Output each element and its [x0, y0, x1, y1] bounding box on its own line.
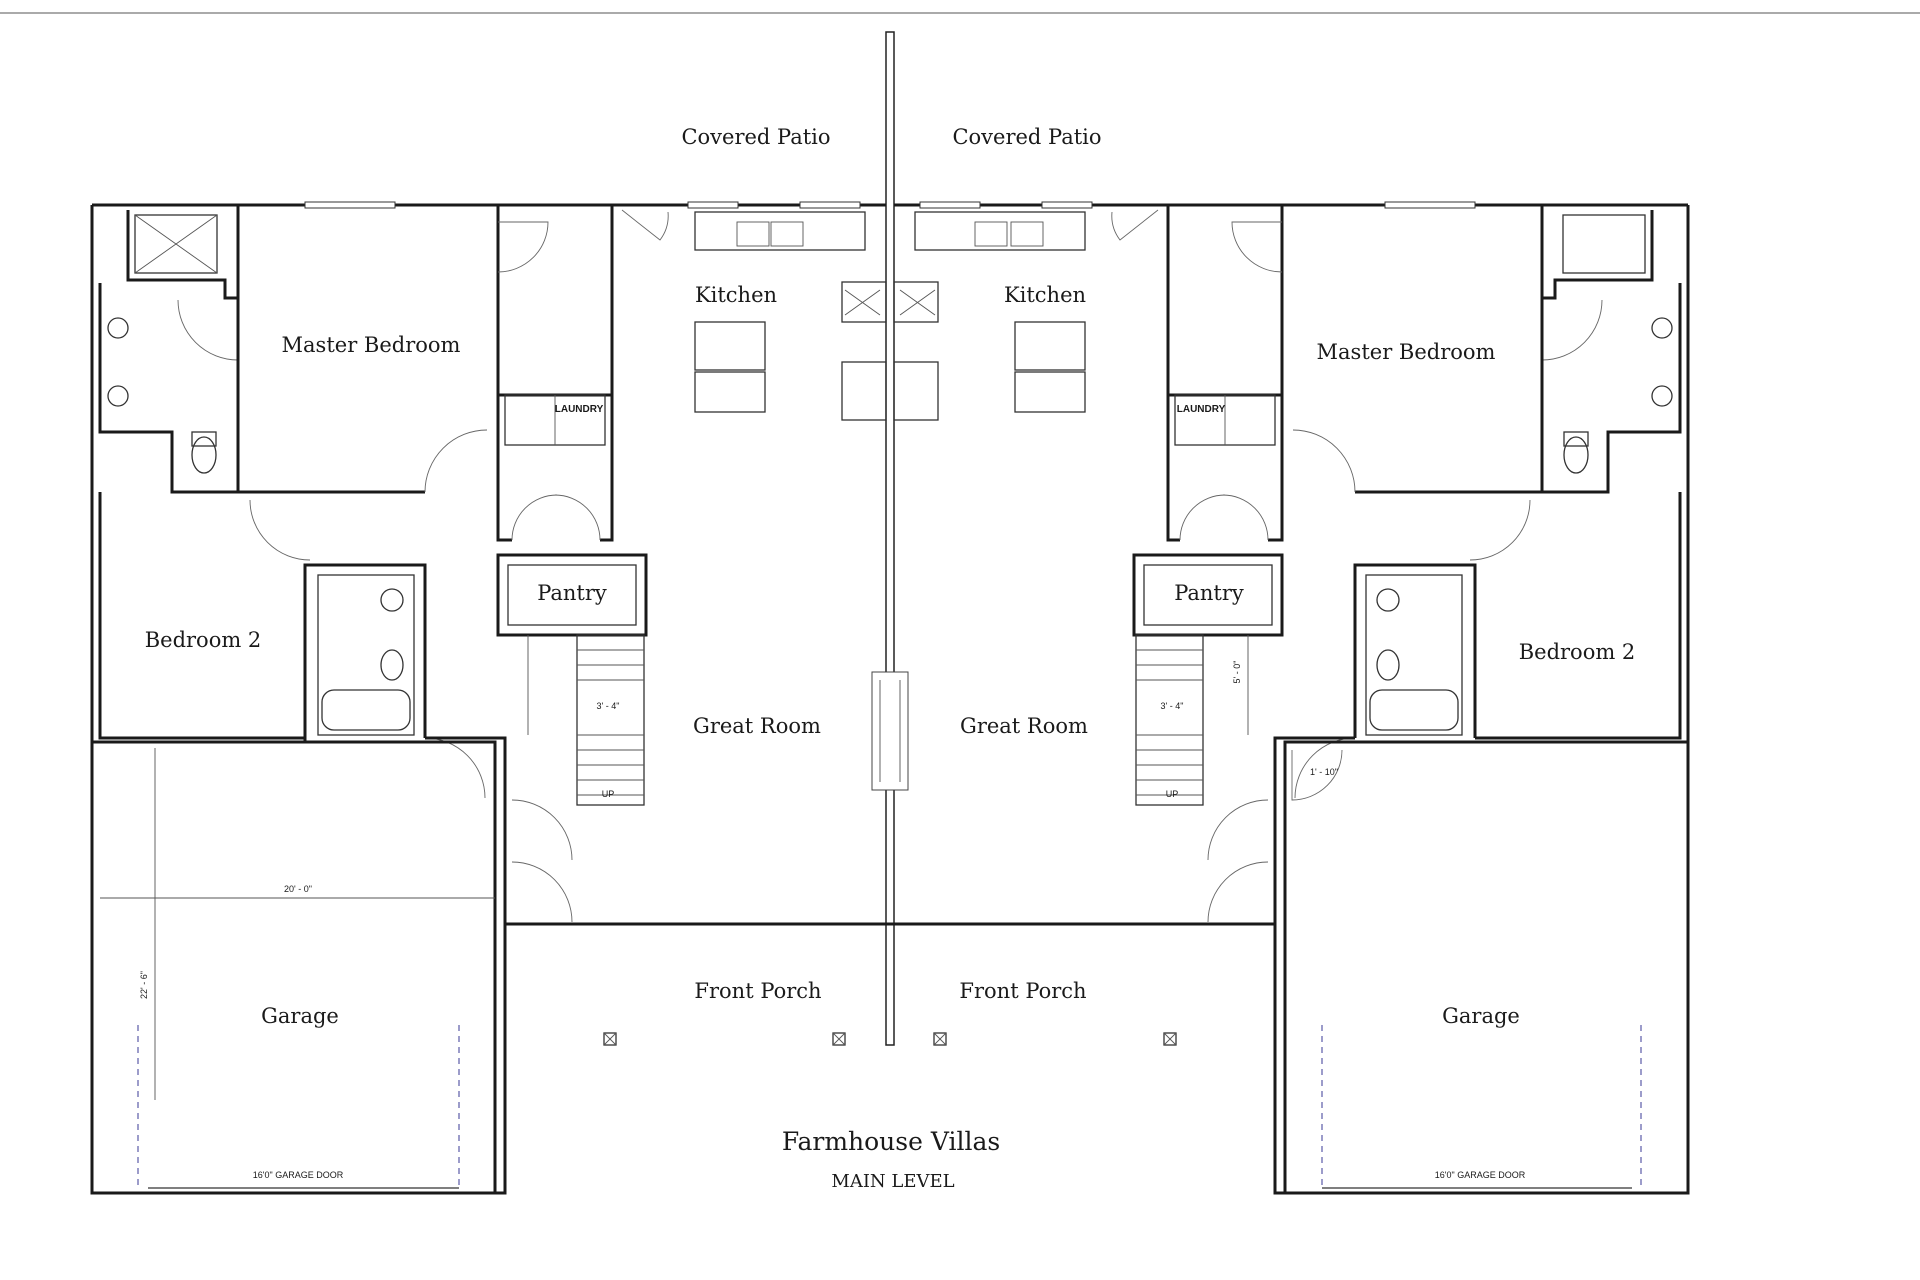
bedroom-2-label: Bedroom 2 — [1519, 640, 1636, 664]
garage-door-label: 16'0" GARAGE DOOR — [1435, 1170, 1526, 1180]
stair-width-label: 3' - 4" — [597, 701, 620, 711]
garage-door-label: 16'0" GARAGE DOOR — [253, 1170, 344, 1180]
pantry-label: Pantry — [537, 581, 607, 605]
master-bedroom-label: Master Bedroom — [282, 333, 461, 357]
garage-label: Garage — [261, 1004, 339, 1028]
laundry-label: LAUNDRY — [555, 404, 604, 415]
stair-up-label: UP — [1166, 789, 1179, 799]
kitchen-label: Kitchen — [1004, 283, 1086, 307]
great-room-label: Great Room — [960, 714, 1088, 738]
party-wall — [871, 31, 909, 1046]
dim-stair-run: 5' - 0" — [1232, 661, 1242, 684]
plan-title: Farmhouse Villas — [782, 1127, 1000, 1156]
covered-patio-label: Covered Patio — [952, 125, 1101, 149]
kitchen-label: Kitchen — [695, 283, 777, 307]
stair-up-label: UP — [602, 789, 615, 799]
master-bedroom-label: Master Bedroom — [1317, 340, 1496, 364]
front-porch-label: Front Porch — [694, 979, 821, 1003]
right-unit: LAUNDRY 16'0" GARAGE DOOR 1' - 10" — [893, 125, 1690, 1195]
left-unit: LAUNDRY 20' - 0" 22' - 6" 16'0" GARAGE D… — [90, 125, 887, 1195]
pantry-label: Pantry — [1174, 581, 1244, 605]
dim-wall-label: 1' - 10" — [1310, 767, 1338, 777]
plan-subtitle: MAIN LEVEL — [831, 1171, 954, 1192]
bedroom-2-label: Bedroom 2 — [145, 628, 262, 652]
great-room-label: Great Room — [693, 714, 821, 738]
stair-width-label: 3' - 4" — [1161, 701, 1184, 711]
laundry-label: LAUNDRY — [1177, 404, 1226, 415]
dim-garage-depth: 22' - 6" — [139, 971, 149, 999]
garage-label: Garage — [1442, 1004, 1520, 1028]
dim-garage-width: 20' - 0" — [284, 884, 312, 894]
covered-patio-label: Covered Patio — [681, 125, 830, 149]
front-porch-label: Front Porch — [959, 979, 1086, 1003]
